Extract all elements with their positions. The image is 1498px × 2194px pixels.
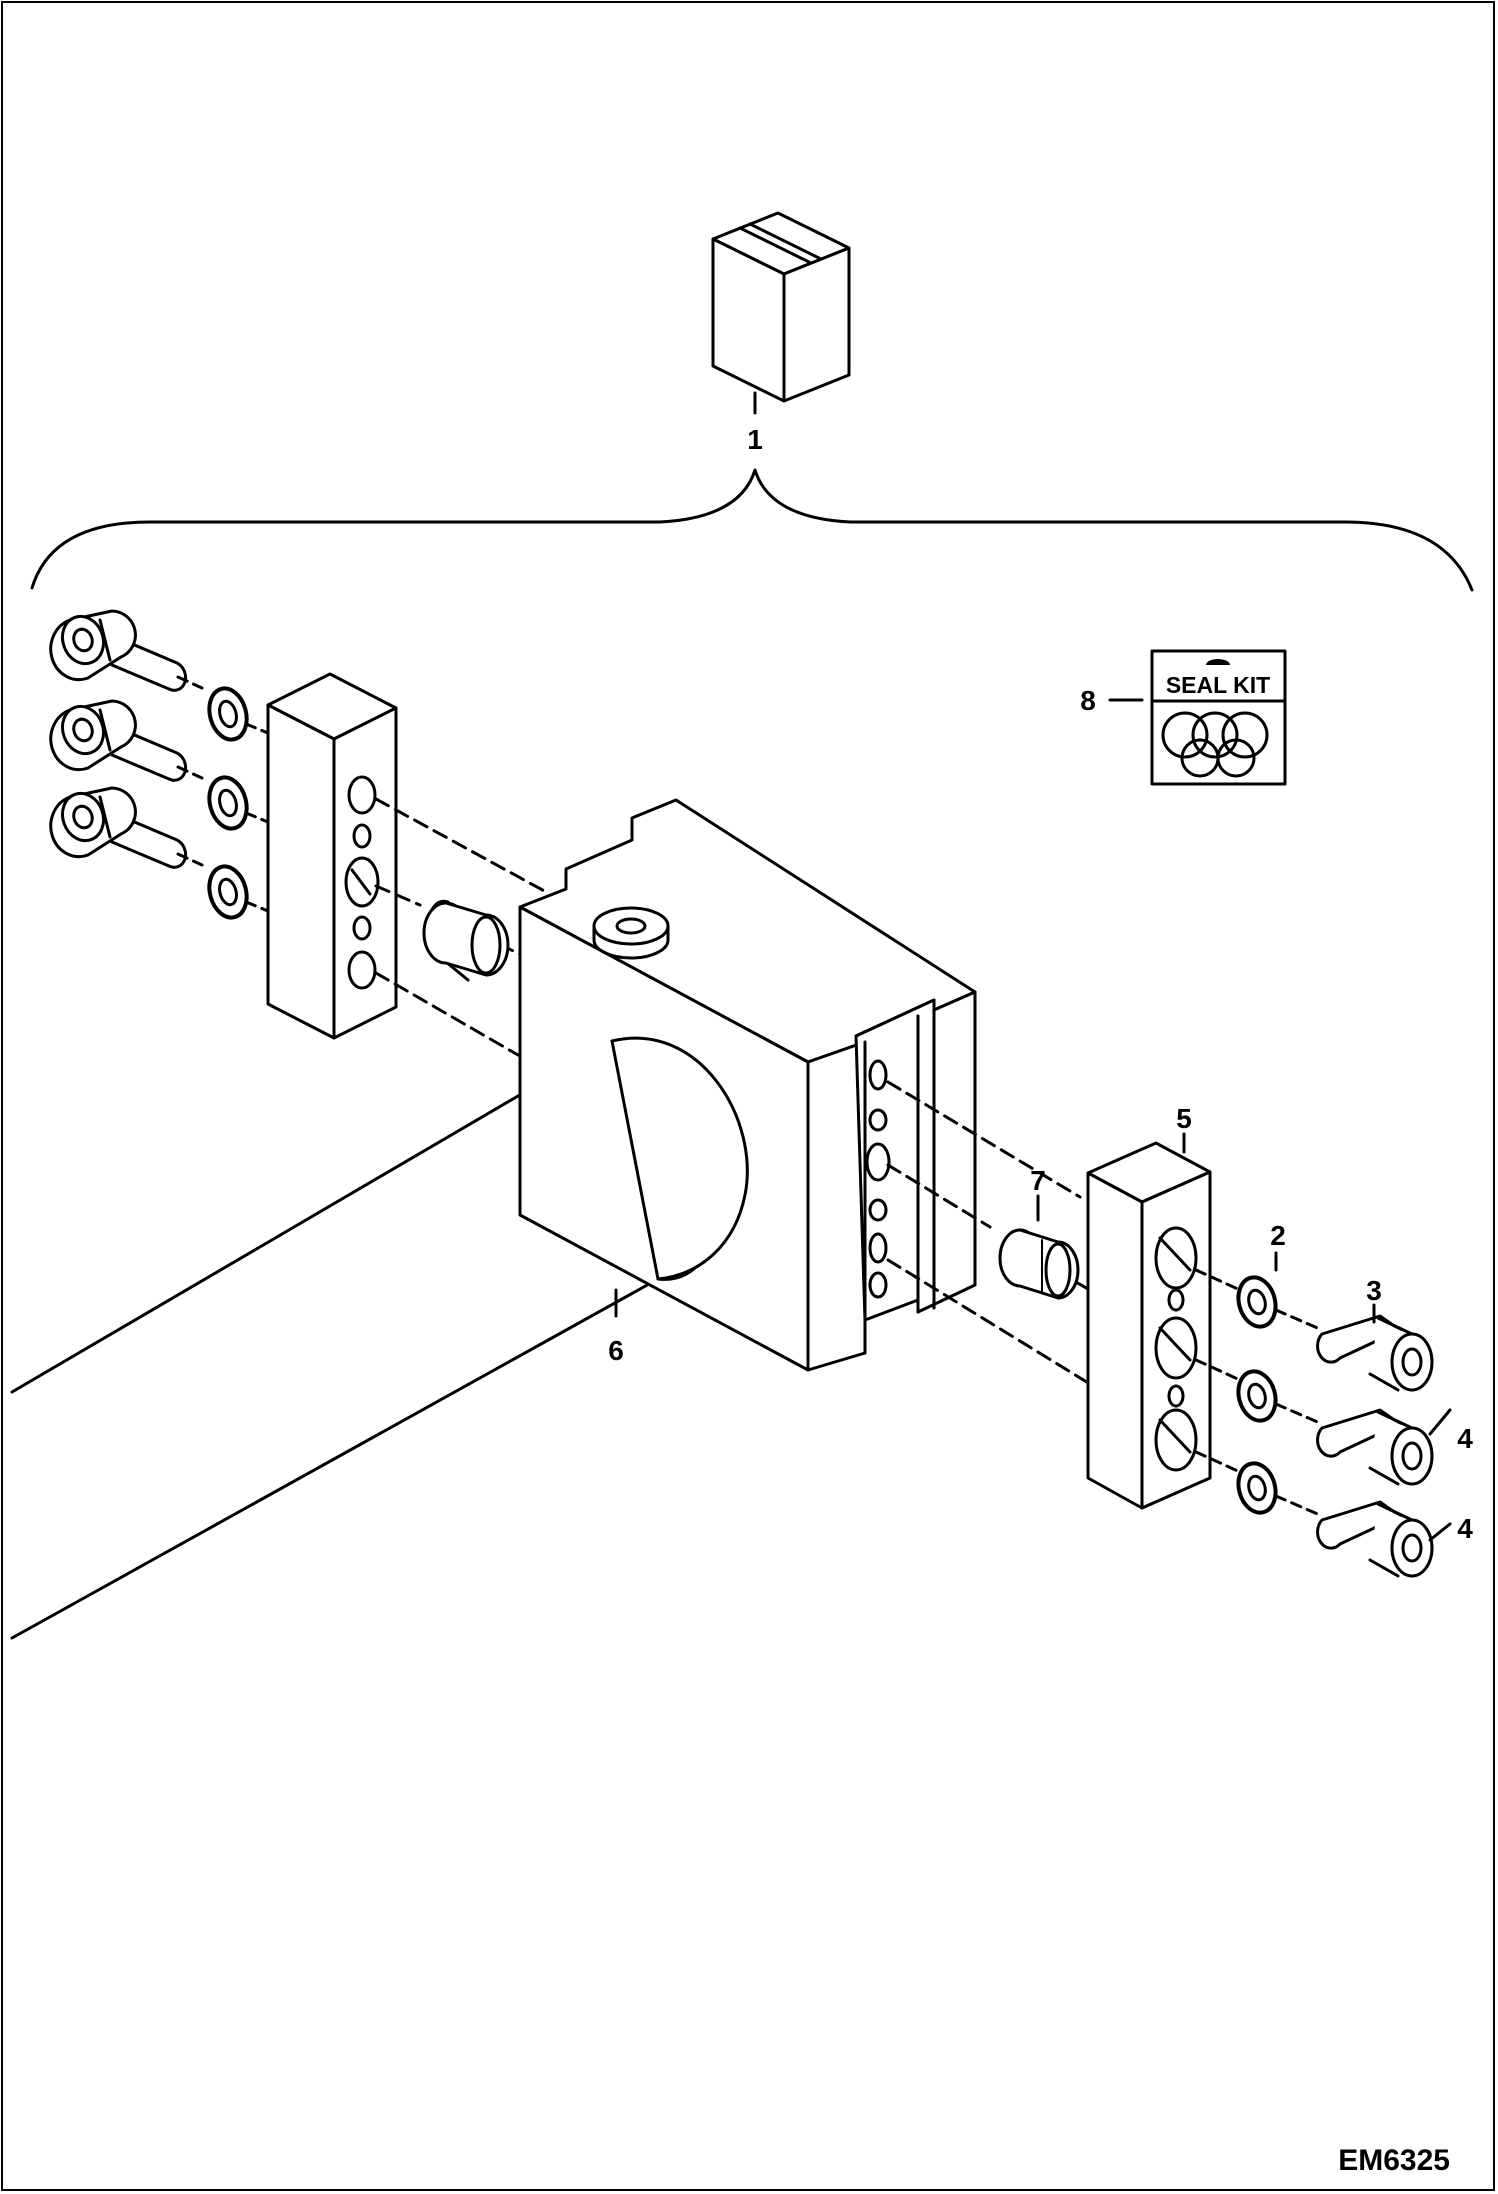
- left-bolt-3: [49, 786, 188, 869]
- axis-washer-right-3: [1194, 1450, 1242, 1474]
- left-bolt-3-axis: [176, 852, 204, 867]
- left-washer-3: [207, 864, 249, 920]
- callout-1: 1: [747, 424, 763, 455]
- axis-bolt-right-2: [1274, 1402, 1324, 1426]
- left-washer-2: [207, 775, 249, 831]
- left-washer-3-axis: [244, 900, 270, 913]
- callout-7: 7: [1030, 1165, 1046, 1196]
- right-bolt-3: [1316, 1500, 1434, 1578]
- left-bolt-2: [49, 699, 188, 782]
- left-plug: [422, 899, 510, 982]
- right-washer-1: [1236, 1275, 1278, 1329]
- right-washer-3: [1236, 1461, 1278, 1515]
- axis-lower-left: [374, 971, 520, 1057]
- leader-4b: [1428, 1522, 1452, 1542]
- callout-2: 2: [1270, 1220, 1286, 1251]
- right-bolt-2: [1316, 1408, 1434, 1486]
- axis-bolt-right-3: [1274, 1494, 1324, 1518]
- right-washer-2: [1236, 1369, 1278, 1423]
- axis-washer-right-2: [1194, 1358, 1242, 1382]
- axis-upper-left: [374, 797, 550, 895]
- drawing-code: EM6325: [1338, 2144, 1450, 2177]
- axis-lower-right: [886, 1258, 1092, 1386]
- left-washer-1-axis: [244, 722, 270, 735]
- right-bolt-1: [1316, 1314, 1434, 1392]
- left-washer-1: [207, 686, 249, 742]
- callout-5: 5: [1176, 1103, 1192, 1134]
- left-bolt-2-axis: [176, 765, 204, 780]
- kit-brace: [30, 468, 1474, 592]
- tube-end-cap: [610, 1036, 749, 1281]
- right-plug: [998, 1228, 1080, 1300]
- axis-upper-right: [886, 1080, 1082, 1199]
- leader-4a: [1428, 1408, 1452, 1436]
- axis-bolt-right-1: [1274, 1308, 1324, 1332]
- left-washer-2-axis: [244, 811, 270, 824]
- callout-8: 8: [1080, 685, 1096, 716]
- seal-kit-icon: SEAL KIT: [1150, 649, 1287, 786]
- kit-package-box: [711, 211, 851, 403]
- callout-3: 3: [1366, 1275, 1382, 1306]
- seal-kit-label: SEAL KIT: [1166, 672, 1270, 698]
- right-mounting-block: [1086, 1141, 1212, 1510]
- axis-washer-right-1: [1194, 1268, 1242, 1292]
- axis-mid-right: [886, 1163, 992, 1229]
- left-bolt-1-axis: [176, 675, 204, 690]
- callout-6: 6: [608, 1335, 624, 1366]
- left-mounting-block: [266, 672, 398, 1040]
- left-bolt-1: [49, 609, 188, 692]
- callout-4b: 4: [1457, 1513, 1473, 1544]
- callout-4a: 4: [1457, 1423, 1473, 1454]
- axis-mid-left: [374, 884, 422, 907]
